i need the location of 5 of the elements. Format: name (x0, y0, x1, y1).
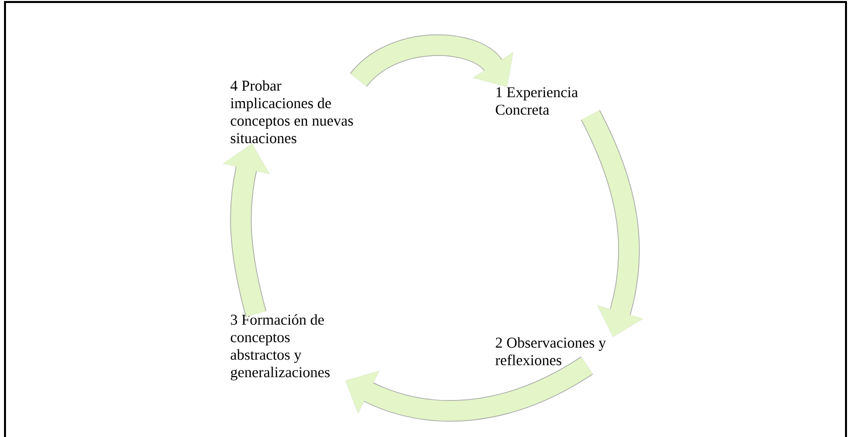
step-label: 2 Observaciones y reflexiones (496, 337, 606, 366)
step-label: 1 Experiencia Concreta (496, 87, 578, 115)
block-arrow (350, 34, 514, 88)
step-label: 3 Formación de conceptos abstractos y generalizaciones (230, 314, 330, 380)
step-label: 4 Probar implicaciones de conceptos en nuevas situaciones (230, 80, 353, 144)
